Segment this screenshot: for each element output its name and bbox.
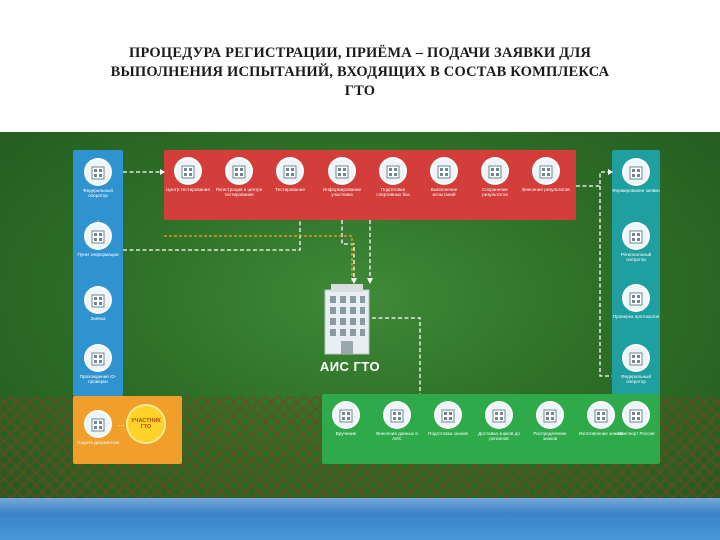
node-label: Минспорт России <box>617 431 655 436</box>
node-label: Информирование участника <box>322 187 362 198</box>
right-column-node: Федеральный оператор <box>614 344 658 384</box>
data-entry-icon <box>383 401 411 429</box>
registration-icon <box>225 157 253 185</box>
title-area: ПРОЦЕДУРА РЕГИСТРАЦИИ, ПРИЁМА – ПОДАЧИ З… <box>0 0 720 128</box>
node-label: Федеральный оператор <box>83 188 113 199</box>
node-label: Тестирование <box>275 187 305 192</box>
inform-icon <box>328 157 356 185</box>
boxes-icon <box>485 401 513 429</box>
badge-prep-icon <box>434 401 462 429</box>
left-column-node: Подача документов <box>76 410 120 445</box>
node-label: Выполнение испытаний <box>430 187 458 198</box>
ministry-icon <box>622 401 650 429</box>
green-row-node: Изготовление знаков <box>579 401 623 436</box>
ais-gto-label: АИС ГТО <box>319 359 381 374</box>
gto-badge-line2: ГТО <box>140 424 152 430</box>
left-column-node: Прохождение ID-проверки <box>76 344 120 384</box>
red-row-node: Сохранение результатов <box>473 157 517 197</box>
right-column-node: Формирование заявки <box>612 158 660 193</box>
node-label: Изготовление знаков <box>578 431 624 436</box>
node-label: Внесение результатов <box>522 187 570 192</box>
gto-badge-line1: УЧАСТНИК <box>131 418 161 424</box>
printer-icon <box>622 158 650 186</box>
green-row-node: Минспорт России <box>614 401 658 436</box>
node-label: Пункт информации <box>77 252 119 257</box>
medal-icon <box>587 401 615 429</box>
regional-building-icon <box>622 222 650 250</box>
upload-icon <box>532 157 560 185</box>
page-title: ПРОЦЕДУРА РЕГИСТРАЦИИ, ПРИЁМА – ПОДАЧИ З… <box>110 45 610 99</box>
node-label: Распределение знаков <box>533 431 567 442</box>
office-icon <box>84 222 112 250</box>
node-label: Проверка протоколов <box>612 314 660 319</box>
form-icon <box>84 286 112 314</box>
green-row-node: Распределение знаков <box>528 401 572 441</box>
center-building-icon <box>174 157 202 185</box>
testing-icon <box>276 157 304 185</box>
building-icon <box>84 158 112 186</box>
pool-icon <box>430 157 458 185</box>
node-label: Сохранение результатов <box>482 187 508 198</box>
right-column-node: Региональный оператор <box>614 222 658 262</box>
left-column-node: Федеральный оператор <box>76 158 120 198</box>
node-label: Региональный оператор <box>620 252 652 263</box>
green-row-node: Подготовка знаков <box>426 401 470 436</box>
node-label: Регистрация в центре тестирования <box>215 187 263 198</box>
red-row-node: Центр тестирования <box>166 157 210 192</box>
left-column-node: Пункт информации <box>76 222 120 257</box>
red-row-node: Внесение результатов <box>522 157 570 192</box>
node-label: Подготовка спортивных баз <box>376 187 410 198</box>
left-column-node: Заявка <box>76 286 120 321</box>
node-label: Федеральный оператор <box>621 374 651 385</box>
award-people-icon <box>332 401 360 429</box>
red-row-node: Подготовка спортивных баз <box>371 157 415 197</box>
sport-team-icon <box>379 157 407 185</box>
node-label: Центр тестирования <box>166 187 210 192</box>
gto-participant-badge: УЧАСТНИК ГТО <box>126 404 166 444</box>
desk-person-icon <box>84 410 112 438</box>
node-label: Заявка <box>90 316 106 321</box>
federal-building-icon <box>622 344 650 372</box>
node-label: Подача документов <box>77 440 119 445</box>
node-label: Вручение <box>335 431 357 436</box>
red-row-node: Тестирование <box>268 157 312 192</box>
ellipsis-text: ... <box>118 419 125 428</box>
ais-gto-building-icon <box>324 284 370 355</box>
person-check-icon <box>84 344 112 372</box>
right-column-node: Проверка протоколов <box>612 284 660 319</box>
green-row-node: Внесение данных в АИС <box>375 401 419 441</box>
node-label: Прохождение ID-проверки <box>79 374 117 385</box>
results-icon <box>481 157 509 185</box>
node-label: Доставка знаков до регионов <box>478 431 520 442</box>
red-row-node: Информирование участника <box>320 157 364 197</box>
green-row-node: Доставка знаков до регионов <box>477 401 521 441</box>
truck-icon <box>536 401 564 429</box>
red-row-node: Регистрация в центре тестирования <box>215 157 263 198</box>
node-label: Подготовка знаков <box>428 431 468 436</box>
bottom-band <box>0 498 720 540</box>
red-row-node: Выполнение испытаний <box>422 157 466 197</box>
green-row-node: Вручение <box>324 401 368 436</box>
node-label: Формирование заявки <box>612 188 660 193</box>
document-check-icon <box>622 284 650 312</box>
node-label: Внесение данных в АИС <box>376 431 418 442</box>
